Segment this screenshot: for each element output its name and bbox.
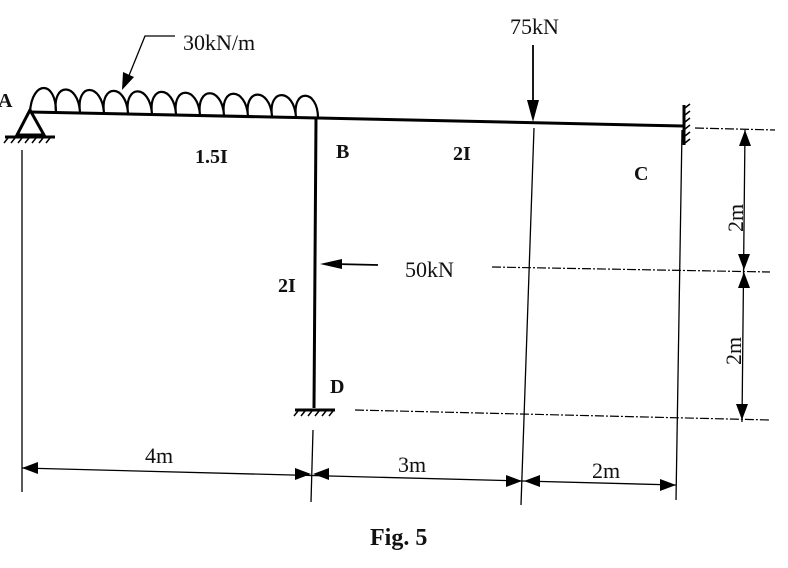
figure-caption: Fig. 5 (370, 525, 427, 551)
dimension-upper-2m-label: 2m (723, 204, 748, 232)
vertical-dimension-arrows-icon (736, 129, 751, 423)
member-ab (29, 110, 319, 120)
extension-lines (21, 127, 776, 506)
node-a-label: A (0, 90, 13, 112)
member-bc-label: 2I (453, 143, 471, 165)
dimension-3m-label: 3m (398, 452, 426, 477)
udl-loops-icon (28, 86, 320, 119)
horizontal-dimension-arrows-icon (21, 462, 677, 491)
node-d-label: D (330, 376, 344, 398)
udl-leader-arrow-icon (122, 35, 175, 90)
vertical-load-arrow-icon (527, 45, 539, 122)
dimension-2m-label: 2m (592, 458, 620, 483)
member-bd-label: 2I (278, 275, 296, 297)
dimension-4m-label: 4m (145, 443, 173, 468)
fixed-support-c-icon (682, 103, 691, 145)
node-c-label: C (634, 163, 648, 185)
udl-label: 30kN/m (183, 30, 255, 55)
node-b-label: B (336, 141, 349, 163)
horizontal-load-arrow-icon (320, 259, 379, 269)
fixed-support-d-icon (293, 408, 335, 417)
dimension-lower-2m-label: 2m (721, 337, 746, 365)
horizontal-load-label: 50kN (405, 257, 454, 282)
member-bd (312, 117, 318, 409)
pin-support-icon (3, 106, 55, 144)
vertical-load-label: 75kN (510, 14, 559, 39)
member-ab-label: 1.5I (195, 146, 228, 168)
member-bc (317, 116, 684, 128)
